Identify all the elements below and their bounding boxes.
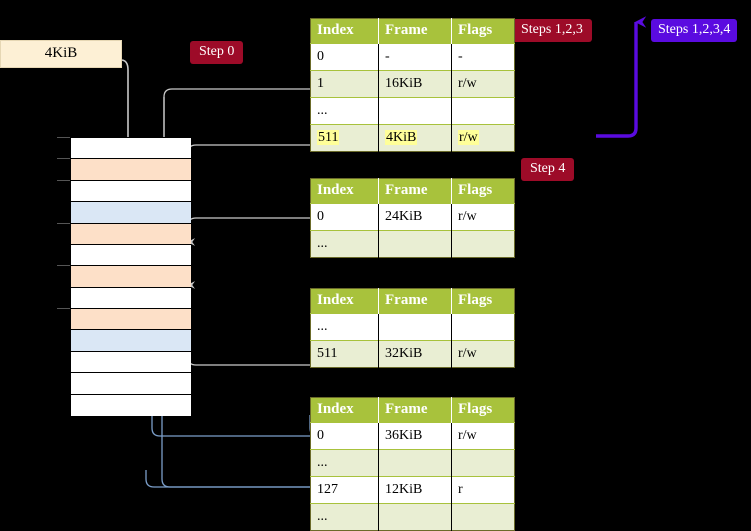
memory-tick bbox=[57, 265, 70, 267]
memory-frame-row bbox=[71, 287, 191, 310]
col-header-index: Index bbox=[310, 178, 379, 204]
cell-flags: r/w bbox=[451, 340, 515, 368]
cell-flags bbox=[451, 230, 515, 258]
physical-memory-column bbox=[70, 137, 191, 416]
table-row: 511 4KiB r/w bbox=[310, 124, 515, 152]
cell-index: 511 bbox=[310, 340, 379, 368]
col-header-index: Index bbox=[310, 18, 379, 44]
cell-index: 0 bbox=[310, 422, 379, 450]
cell-flags: r/w bbox=[451, 70, 515, 98]
memory-frame-row bbox=[71, 309, 191, 331]
cell-frame: 36KiB bbox=[378, 422, 452, 450]
memory-frame-row bbox=[71, 394, 191, 416]
cell-flags: r/w bbox=[451, 203, 515, 231]
cell-index: ... bbox=[310, 313, 379, 341]
cell-flags bbox=[451, 313, 515, 341]
step-0-badge: Step 0 bbox=[190, 41, 244, 64]
cell-index: ... bbox=[310, 449, 379, 477]
memory-tick bbox=[57, 222, 70, 224]
col-header-index: Index bbox=[310, 288, 379, 314]
highlight-span: 511 bbox=[317, 129, 340, 145]
table-row: ... bbox=[310, 230, 515, 258]
col-header-flags: Flags bbox=[451, 288, 515, 314]
table-header-row: Index Frame Flags bbox=[310, 288, 515, 314]
cell-index: 0 bbox=[310, 203, 379, 231]
cell-frame: 24KiB bbox=[378, 203, 452, 231]
col-header-index: Index bbox=[310, 397, 379, 423]
table-header-row: Index Frame Flags bbox=[310, 18, 515, 44]
cell-index: 127 bbox=[310, 476, 379, 504]
cell-index: 511 bbox=[310, 124, 379, 152]
memory-frame-row bbox=[71, 159, 191, 181]
cell-index: 0 bbox=[310, 43, 379, 71]
col-header-flags: Flags bbox=[451, 397, 515, 423]
cell-index: ... bbox=[310, 230, 379, 258]
highlight-span: 4KiB bbox=[385, 129, 418, 145]
step-4-badge: Step 4 bbox=[521, 158, 575, 181]
col-header-frame: Frame bbox=[378, 178, 452, 204]
col-header-frame: Frame bbox=[378, 18, 452, 44]
cell-frame bbox=[378, 503, 452, 531]
highlight-span: r/w bbox=[458, 129, 479, 145]
memory-frame-row bbox=[71, 138, 191, 160]
memory-tick bbox=[57, 179, 70, 181]
cell-frame bbox=[378, 449, 452, 477]
table-row: ... bbox=[310, 97, 515, 125]
cell-flags bbox=[451, 97, 515, 125]
cell-frame: 16KiB bbox=[378, 70, 452, 98]
memory-frame-row bbox=[71, 180, 191, 203]
cell-frame bbox=[378, 313, 452, 341]
memory-frame-row bbox=[71, 244, 191, 267]
memory-frame-row bbox=[71, 223, 191, 245]
table-row: ... bbox=[310, 503, 515, 531]
cell-index: 1 bbox=[310, 70, 379, 98]
cell-index: ... bbox=[310, 503, 379, 531]
memory-frame-row bbox=[71, 266, 191, 288]
steps-123-badge: Steps 1,2,3 bbox=[512, 19, 592, 42]
memory-frame-row bbox=[71, 330, 191, 352]
memory-frame-row bbox=[71, 351, 191, 374]
col-header-flags: Flags bbox=[451, 18, 515, 44]
table-row: 0-- bbox=[310, 43, 515, 71]
col-header-frame: Frame bbox=[378, 288, 452, 314]
cell-frame: - bbox=[378, 43, 452, 71]
cell-flags: r bbox=[451, 476, 515, 504]
col-header-frame: Frame bbox=[378, 397, 452, 423]
table-header-row: Index Frame Flags bbox=[310, 397, 515, 423]
size-tag-4kib: 4KiB bbox=[0, 40, 122, 68]
cell-flags: - bbox=[451, 43, 515, 71]
memory-tick bbox=[57, 137, 70, 138]
memory-frame-row bbox=[71, 373, 191, 395]
cell-flags: r/w bbox=[451, 124, 515, 152]
memory-tick bbox=[57, 308, 70, 310]
cell-frame: 12KiB bbox=[378, 476, 452, 504]
table-header-row: Index Frame Flags bbox=[310, 178, 515, 204]
cell-flags bbox=[451, 449, 515, 477]
cell-frame: 4KiB bbox=[378, 124, 452, 152]
cell-frame bbox=[378, 230, 452, 258]
cell-frame bbox=[378, 97, 452, 125]
col-header-flags: Flags bbox=[451, 178, 515, 204]
table-row: ... bbox=[310, 449, 515, 477]
memory-frame-row bbox=[71, 202, 191, 224]
cell-frame: 32KiB bbox=[378, 340, 452, 368]
memory-tick bbox=[57, 158, 70, 160]
cell-index: ... bbox=[310, 97, 379, 125]
steps-1234-badge: Steps 1,2,3,4 bbox=[651, 19, 738, 42]
cell-flags: r/w bbox=[451, 422, 515, 450]
cell-flags bbox=[451, 503, 515, 531]
table-row: ... bbox=[310, 313, 515, 341]
